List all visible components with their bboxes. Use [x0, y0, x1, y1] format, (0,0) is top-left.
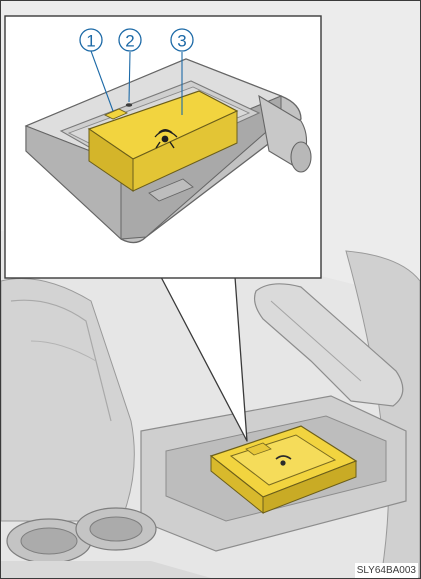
callout-1: 1 [80, 29, 102, 51]
svg-text:2: 2 [125, 32, 134, 51]
callout-3: 3 [171, 29, 193, 51]
indicator-small [126, 103, 132, 107]
callout-2: 2 [119, 29, 141, 51]
image-code: SLY64BA003 [355, 563, 418, 578]
svg-text:1: 1 [86, 32, 95, 51]
svg-text:3: 3 [177, 32, 186, 51]
inset-detail: 1 2 3 [5, 16, 321, 278]
